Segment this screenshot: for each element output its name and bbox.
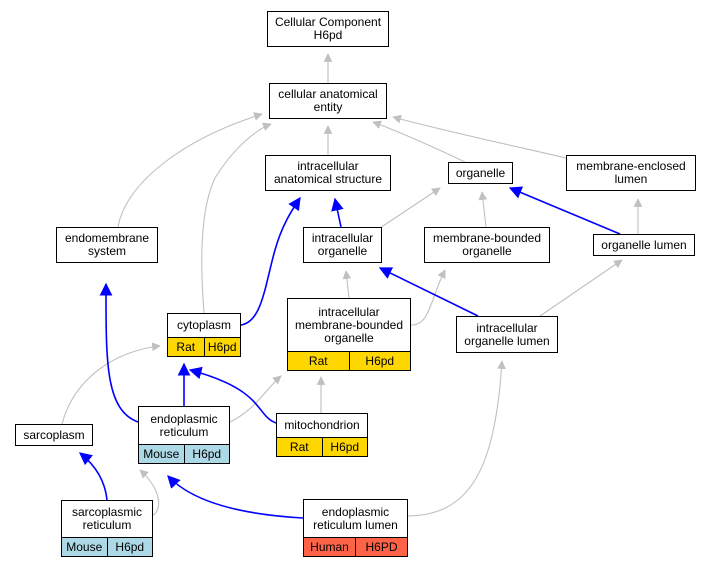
edge-is-a-organelle-to-cellular-anatomical-entity xyxy=(372,120,466,163)
node-organelle[interactable]: organelle xyxy=(448,162,513,184)
edge-part-of-mitochondrion-to-cytoplasm xyxy=(188,366,277,424)
node-label: endoplasmic reticulum xyxy=(150,411,218,439)
node-intracellular-organelle-lumen[interactable]: intracellular organelle lumen xyxy=(456,316,558,353)
edge-part-of-cytoplasm-to-intracellular-anatomical-structure xyxy=(240,196,301,326)
node-label: sarcoplasm xyxy=(23,427,85,442)
gene-badge: H6pd xyxy=(183,445,230,463)
gene-badge: H6pd xyxy=(348,352,411,370)
edge-is-a-membrane-enclosed-lumen-to-cellular-anatomical-entity xyxy=(392,114,567,159)
species-badge: Mouse xyxy=(66,539,103,554)
node-label: membrane-enclosed lumen xyxy=(576,159,686,186)
edge-part-of-intracellular-organelle-to-intracellular-anatomical-structure xyxy=(331,197,344,228)
gene-badge: H6PD xyxy=(355,538,407,556)
node-label: cellular anatomical entity xyxy=(278,87,378,114)
node-label: organelle lumen xyxy=(601,237,687,252)
annotation-row: Mouse H6pd xyxy=(62,537,152,556)
edge-part-of-organelle-lumen-to-organelle xyxy=(508,186,621,235)
node-label: intracellular organelle lumen xyxy=(464,320,550,348)
gene-badge: H6pd xyxy=(106,538,153,556)
gene-badge: H6pd xyxy=(321,438,368,456)
node-label: Cellular Component H6pd xyxy=(274,15,382,42)
species-badge: Rat xyxy=(176,339,196,354)
species-badge: Rat xyxy=(308,353,328,368)
annotation-row: Rat H6pd xyxy=(168,337,240,356)
node-membrane-bounded-organelle[interactable]: membrane-bounded organelle xyxy=(424,227,550,263)
edge-is-a-endomembrane-system-to-cellular-anatomical-entity xyxy=(117,112,263,228)
node-label: sarcoplasmic reticulum xyxy=(71,505,143,532)
species-badge: Mouse xyxy=(143,446,180,461)
edge-is-a-intracellular-membrane-bounded-organelle-to-intracellular-organelle xyxy=(342,270,352,299)
node-intracellular-organelle[interactable]: intracellular organelle xyxy=(303,227,382,263)
node-label: intracellular membrane-bounded organelle xyxy=(294,304,404,345)
node-label: intracellular anatomical structure xyxy=(273,159,383,186)
edge-is-a-intracellular-organelle-to-organelle xyxy=(379,187,441,229)
species-badge: Human xyxy=(310,539,349,554)
annotation-row: Rat H6pd xyxy=(277,437,367,456)
node-organelle-lumen[interactable]: organelle lumen xyxy=(593,234,695,256)
edge-is-a-intracellular-organelle-lumen-to-organelle-lumen xyxy=(539,259,623,317)
edge-is-a-sarcoplasmic-reticulum-to-endoplasmic-reticulum xyxy=(139,469,160,516)
node-label: intracellular organelle xyxy=(311,231,374,258)
edge-part-of-endoplasmic-reticulum-to-endomembrane-system xyxy=(99,282,139,423)
edge-part-of-intracellular-organelle-lumen-to-intracellular-organelle xyxy=(378,267,479,317)
node-sarcoplasm[interactable]: sarcoplasm xyxy=(15,424,93,446)
node-label: endoplasmic reticulum lumen xyxy=(313,504,398,532)
species-badge: Rat xyxy=(289,439,309,454)
node-sarcoplasmic-reticulum[interactable]: sarcoplasmic reticulum Mouse H6pd xyxy=(61,500,153,557)
node-mitochondrion[interactable]: mitochondrion Rat H6pd xyxy=(276,413,368,457)
node-cellular-component[interactable]: Cellular Component H6pd xyxy=(267,11,389,47)
node-label: mitochondrion xyxy=(284,418,360,432)
node-endoplasmic-reticulum[interactable]: endoplasmic reticulum Mouse H6pd xyxy=(138,406,230,464)
edge-is-a-endoplasmic-reticulum-to-intracellular-membrane-bounded-organelle xyxy=(229,375,282,423)
annotation-row: Rat H6pd xyxy=(288,351,410,370)
node-label: membrane-bounded organelle xyxy=(432,231,542,258)
edge-part-of-endoplasmic-reticulum-lumen-to-endoplasmic-reticulum xyxy=(167,475,304,519)
edge-part-of-sarcoplasmic-reticulum-to-sarcoplasm xyxy=(79,452,108,501)
node-intracellular-anatomical-structure[interactable]: intracellular anatomical structure xyxy=(265,155,391,191)
node-label: endomembrane system xyxy=(64,231,150,258)
gene-badge: H6pd xyxy=(203,338,241,356)
edge-is-a-sarcoplasm-to-cytoplasm xyxy=(61,342,161,425)
node-intracellular-membrane-bounded-organelle[interactable]: intracellular membrane-bounded organelle… xyxy=(287,298,411,371)
node-label: organelle xyxy=(455,165,506,180)
node-label: cytoplasm xyxy=(176,318,232,332)
node-membrane-enclosed-lumen[interactable]: membrane-enclosed lumen xyxy=(566,155,696,191)
edge-is-a-cytoplasm-to-cellular-anatomical-entity xyxy=(201,122,272,314)
edge-is-a-endoplasmic-reticulum-lumen-to-intracellular-organelle-lumen xyxy=(407,360,506,517)
annotation-row: Human H6PD xyxy=(304,537,407,556)
annotation-row: Mouse H6pd xyxy=(139,444,229,463)
node-cellular-anatomical-entity[interactable]: cellular anatomical entity xyxy=(269,83,387,119)
node-cytoplasm[interactable]: cytoplasm Rat H6pd xyxy=(167,313,241,357)
edge-is-a-intracellular-membrane-bounded-organelle-to-membrane-bounded-organelle xyxy=(410,269,446,326)
node-endomembrane-system[interactable]: endomembrane system xyxy=(56,227,158,263)
edge-is-a-membrane-bounded-organelle-to-organelle xyxy=(478,191,488,228)
node-endoplasmic-reticulum-lumen[interactable]: endoplasmic reticulum lumen Human H6PD xyxy=(303,499,408,557)
